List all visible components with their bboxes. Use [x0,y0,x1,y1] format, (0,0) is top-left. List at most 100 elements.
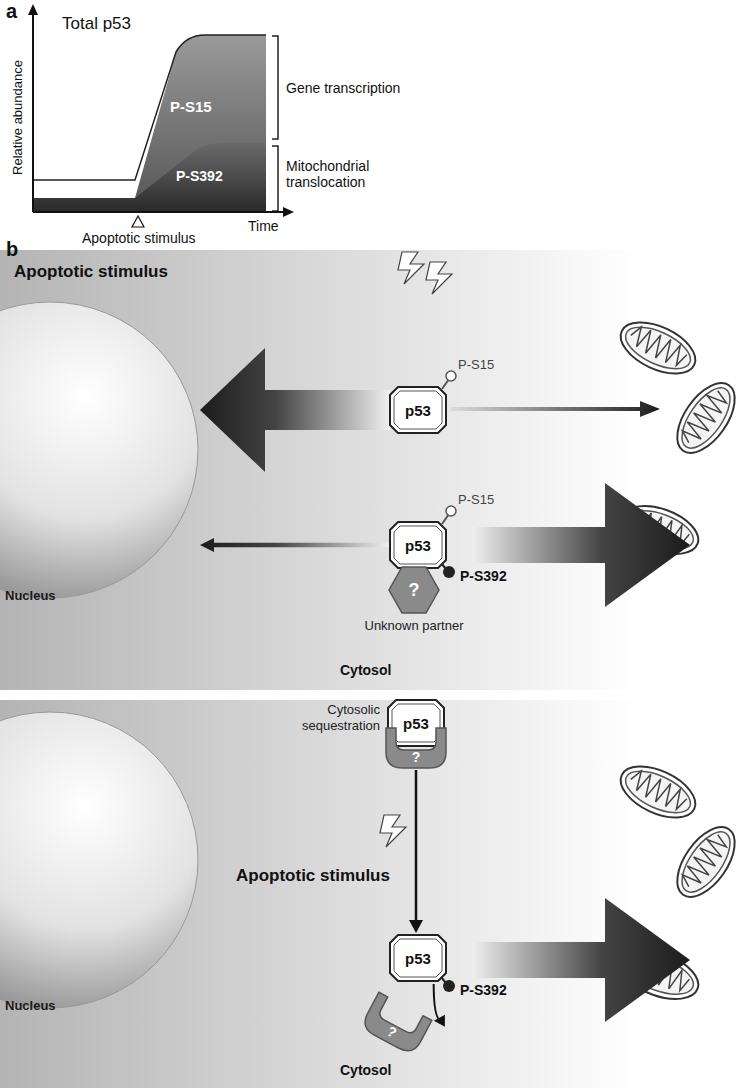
nucleus-outline [0,712,198,1008]
cytosol-band [0,700,750,1088]
graphic-part [272,146,278,211]
phospho-site [441,371,456,992]
text-label: Mitochondrial translocation [286,158,396,190]
protein-outline [390,522,446,568]
graphic-part [446,371,456,381]
graphic-part [267,35,270,212]
protein-name: p53 [405,402,431,419]
graphic-part [613,756,703,828]
panel-letter: b [6,238,18,261]
protein-box: p53 [388,700,444,746]
arrow-shape [200,348,390,472]
graphic-part [386,728,446,768]
partner-cup: ?Cytosolic sequestration [386,728,446,768]
protein-box: p53 [390,935,446,981]
protein-outline [388,700,444,746]
arrow-shape [200,538,390,552]
cytosol-band [0,250,750,690]
arrow-head [409,920,423,933]
arrow-line [434,984,442,1021]
text-label: Gene transcription [286,80,400,96]
text-label: Total p53 [62,14,131,34]
arrow-line [415,770,418,923]
graphic-part [394,391,442,429]
text-label: P-S392 [460,568,507,584]
graphic-part [446,506,456,516]
nucleus-sphere [0,710,200,1010]
connector [434,984,445,1027]
graphic-part [32,12,34,212]
text-label: P-S392 [176,168,223,184]
nucleus: Nucleus [0,710,200,1010]
mito-arrow [450,401,660,417]
protein-name: p53 [403,715,429,732]
unknown-mark: ? [409,580,420,601]
connector [200,348,390,472]
nucleus-sphere [0,300,200,600]
partner-hexagon: ?Unknown partner [388,566,440,614]
graphic-part [272,36,278,139]
graphic-part [33,35,266,180]
graphic-part [388,700,444,746]
text-label: Apoptotic stimulus [236,866,390,886]
protein-outline [390,387,446,433]
graphic-part [283,207,294,217]
text-label: Apoptotic stimulus [82,230,196,246]
graphic-part [613,312,703,384]
graphic-part [360,992,432,1055]
lightning-bolt [398,252,424,284]
mito-arrow [472,483,690,607]
panel-letter: a [6,0,17,23]
protein-name: p53 [405,537,431,554]
text-label: P-S392 [460,982,507,998]
graphic-part [392,704,440,742]
graphic-part [390,935,446,981]
protein-name: p53 [405,950,431,967]
graphic-part [443,566,455,578]
text-label: P-S15 [170,98,212,115]
arrow-head [434,1015,445,1027]
lightning-bolt [426,262,452,294]
graphic-part [33,35,266,212]
nucleus: Nucleus [0,300,200,600]
text-label: Relative abundance [11,47,26,187]
connector [409,770,423,933]
graphic-part [390,387,446,433]
graphic-part [28,4,38,15]
text-label: P-S15 [458,358,494,373]
graphic-part [389,567,439,613]
unknown-mark: ? [386,749,446,766]
compartment-label: Nucleus [5,998,56,1013]
graphic-part [443,980,455,992]
partner-label: Unknown partner [354,618,474,633]
chart [28,4,294,227]
nucleus-outline [0,302,198,598]
compartment-label: Nucleus [5,588,56,603]
graphic-part [666,817,746,907]
partner-cup: ? [360,992,432,1055]
connector [200,538,390,552]
unknown-mark: ? [361,1011,422,1054]
protein-outline [390,935,446,981]
graphic-part [394,939,442,977]
mito-arrow [472,898,690,1022]
graphic-part [132,216,144,227]
protein-box: p53 [390,522,446,568]
text-label: Cytosol [340,1062,391,1078]
text-label: P-S15 [458,493,494,508]
text-label: Cytosol [340,662,391,678]
cup-outline [386,728,446,768]
graphic-part [390,522,446,568]
text-label: Time [248,218,279,234]
lightning-bolt [380,815,406,847]
graphic-part [666,373,746,463]
partner-label: Cytosolic sequestration [268,702,380,733]
graphic-part [33,211,286,213]
cup-outline [360,992,432,1055]
graphic-part [33,143,266,212]
hexagon-outline [388,566,440,614]
